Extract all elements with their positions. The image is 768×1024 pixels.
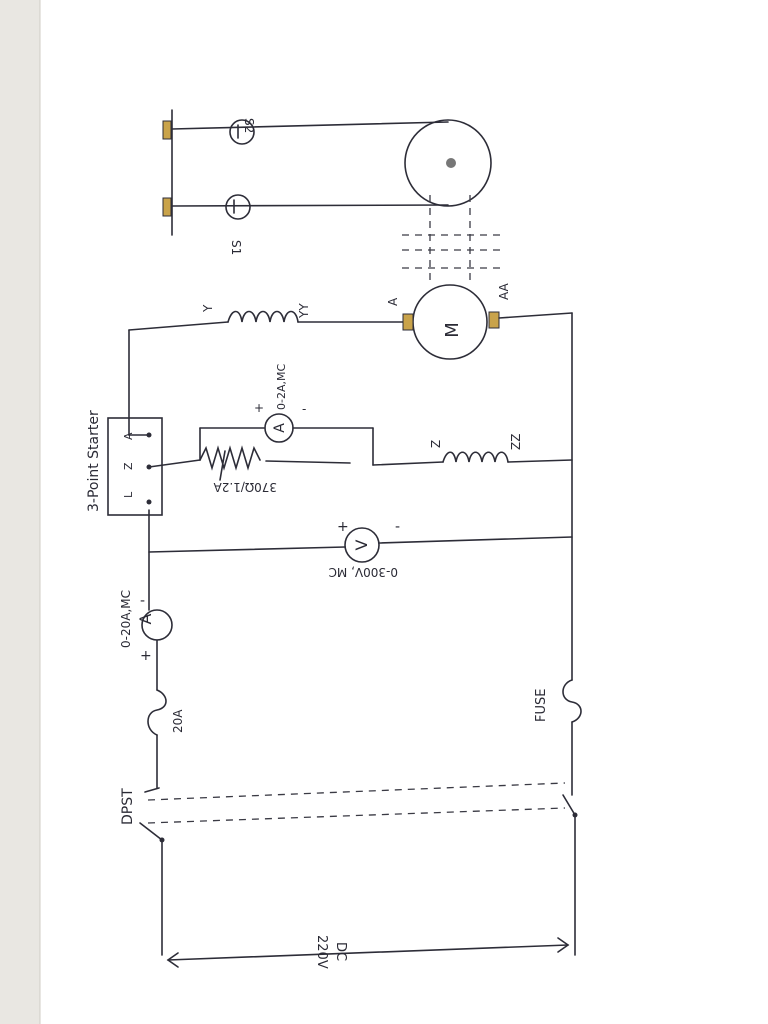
fuse-rating-label: 20A (171, 709, 185, 733)
positive-line: 20A A + - 0-20A,MC (119, 509, 346, 789)
binding-shadow (0, 0, 40, 1024)
fuse-right-label: FUSE (534, 689, 549, 722)
series-terminal-yy: YY (297, 303, 311, 319)
voltmeter-symbol: V (352, 539, 371, 550)
supply-type-label: DC (333, 942, 348, 961)
field-ammeter-plus: + (254, 401, 264, 415)
dpst-pivot-left (159, 837, 165, 843)
brake-drum-assembly: S2 S1 (162, 109, 505, 285)
armature-terminal-a: A (386, 297, 400, 306)
wire-z-in (372, 461, 444, 466)
series-terminal-y: Y (201, 304, 215, 313)
field-ammeter-range: 0-2A,MC (275, 364, 288, 410)
motor-brush-a (402, 313, 414, 331)
motor-group: M A AA (386, 282, 573, 360)
three-point-starter: L Z A 3-Point Starter (86, 410, 163, 516)
starter-box (107, 417, 163, 516)
wire-rheostat-out (265, 460, 351, 464)
motor-symbol: M (442, 322, 463, 338)
dpst-blade-right (562, 794, 576, 816)
main-ammeter-minus: - (140, 593, 145, 609)
dpst-link-lower (147, 807, 566, 824)
starter-title: 3-Point Starter (86, 410, 102, 512)
motor-brush-aa (488, 311, 500, 329)
supply-arrow-head-left (166, 952, 179, 968)
fuse-right-symbol (562, 679, 582, 723)
starter-label-z: Z (122, 462, 135, 470)
voltmeter-minus: - (395, 519, 400, 535)
field-ammeter-symbol: A (272, 423, 288, 433)
dpst-link-upper (147, 782, 566, 801)
main-ammeter-range: 0-20A,MC (119, 590, 133, 648)
voltmeter-plus: + (337, 519, 349, 535)
belt-bottom (171, 204, 449, 207)
dpst-pivot-right (572, 812, 578, 818)
hook-1 (162, 120, 172, 140)
supply-arrow-head-right (557, 937, 570, 953)
negative-line: FUSE (534, 312, 582, 796)
spring-balance-s1 (225, 194, 251, 220)
voltmeter (344, 527, 380, 563)
pulley-shaft (446, 158, 456, 168)
dpst-blade-left (139, 822, 163, 841)
brake-pulley (404, 119, 492, 207)
wire-voltmeter-minus (378, 536, 573, 544)
armature-circuit: Y YY (128, 303, 404, 436)
voltmeter-range: 0-300V, MC (329, 565, 398, 579)
starter-label-a: A (122, 432, 135, 440)
series-field-coil (227, 310, 299, 323)
belt-top (171, 121, 449, 130)
rheostat-slider-arrow (219, 450, 226, 481)
wire-zz-to-return (507, 459, 573, 463)
supply-voltage-label: 220V (314, 935, 329, 969)
voltmeter-group: V + - 0-300V, MC (329, 519, 573, 579)
spring-balance-s2-label: S2 (242, 118, 256, 133)
field-rheostat (199, 445, 261, 471)
spring-balance-s2 (229, 119, 255, 145)
shunt-field-circuit: 370Ω/1.2A A + - 0-2A,MC Z ZZ (148, 364, 573, 494)
spring-balance-s1-label: S1 (229, 240, 243, 255)
field-ammeter-minus: - (302, 402, 306, 416)
armature-terminal-aa: AA (497, 282, 511, 300)
field-rheostat-label: 370Ω/1.2A (213, 480, 277, 494)
wire-to-voltmeter-plus (148, 546, 346, 553)
shunt-field-coil (442, 451, 509, 463)
starter-terminal-l (146, 499, 152, 505)
supply-arrow-line (167, 944, 569, 961)
field-terminal-zz: ZZ (509, 434, 523, 450)
field-terminal-z: Z (429, 440, 443, 448)
wire-to-series-field (128, 321, 229, 331)
main-ammeter (141, 609, 173, 641)
motor (412, 284, 488, 360)
supply-section: 220V DC DPST (120, 782, 578, 969)
dpst-label: DPST (120, 788, 136, 825)
main-ammeter-plus: + (140, 648, 152, 664)
wire-starter-z-out (148, 459, 201, 468)
fuse-left-symbol (147, 689, 167, 736)
hook-2 (162, 197, 172, 217)
starter-label-l: L (122, 491, 135, 498)
wire-aa-to-return (498, 312, 573, 319)
main-ammeter-symbol: A (136, 613, 155, 624)
